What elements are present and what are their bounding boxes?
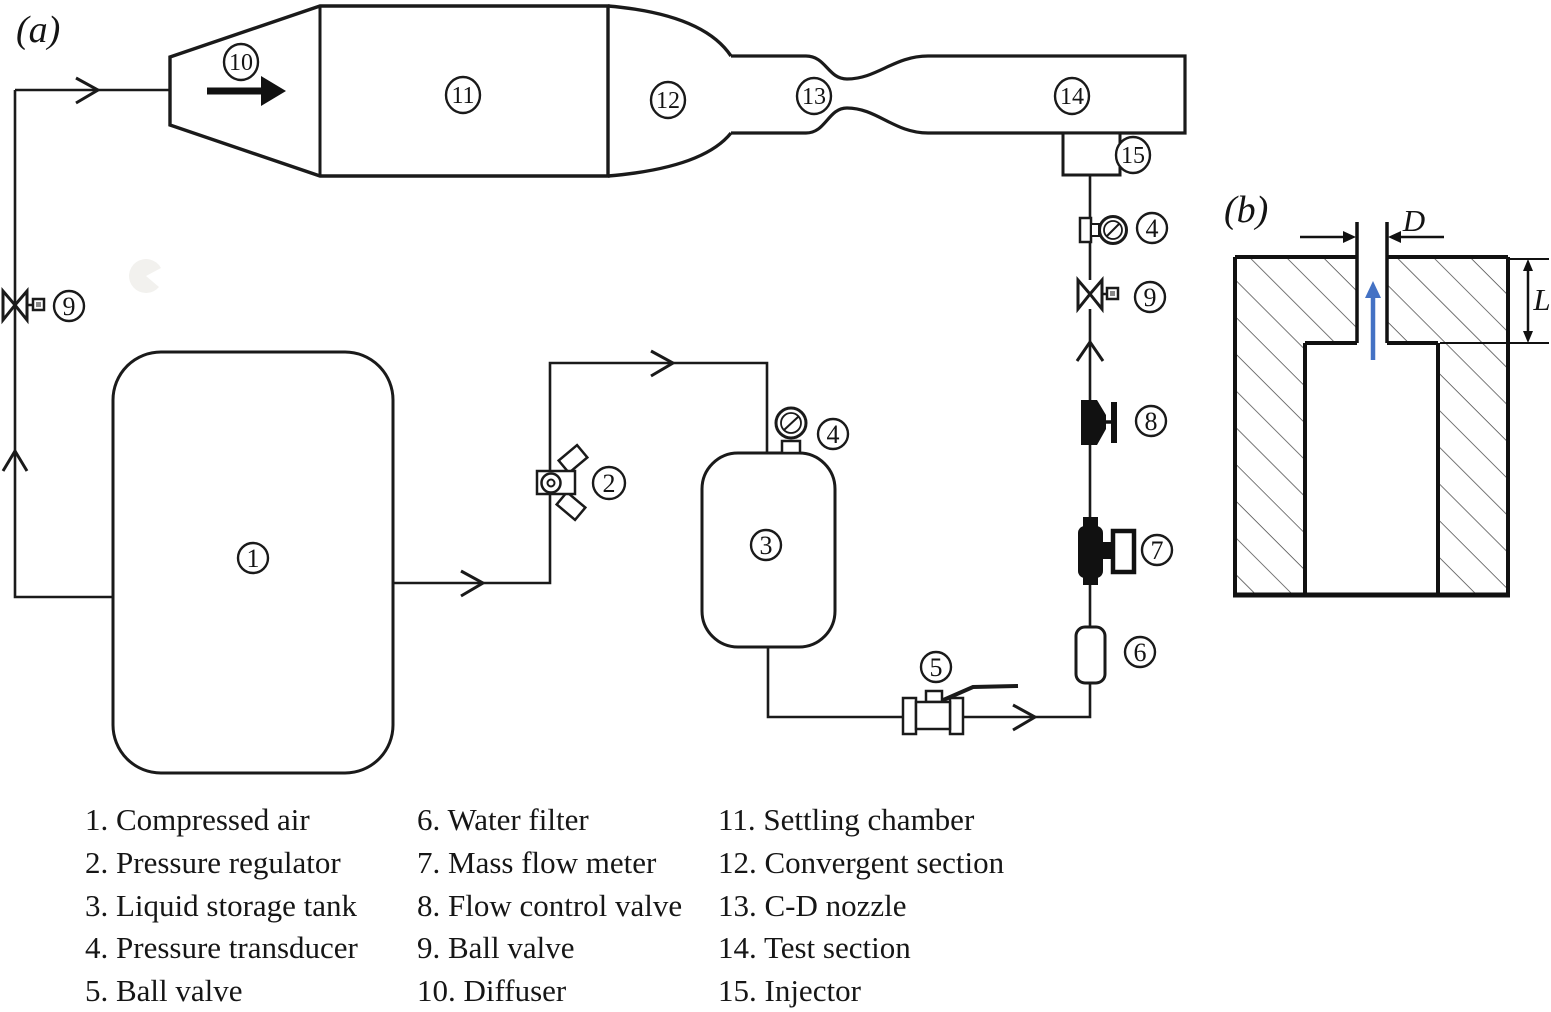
component-label-14: 14 <box>1053 76 1091 116</box>
cd-nozzle-shape <box>731 54 929 135</box>
legend-column-1: 1. Compressed air 2. Pressure regulator … <box>85 799 358 1012</box>
ball-valve-5-symbol <box>901 684 1019 736</box>
legend-item-13: 13. C-D nozzle <box>718 887 907 923</box>
pressure-transducer-pipe-symbol <box>1078 215 1128 245</box>
component-label-13: 13 <box>795 76 833 116</box>
ball-valve-9-left-symbol <box>1 286 46 325</box>
legend-item-8: 8. Flow control valve <box>417 887 683 923</box>
component-label-10: 10 <box>222 42 260 82</box>
mass-flow-meter-symbol <box>1078 517 1137 585</box>
svg-text:4: 4 <box>1146 214 1159 243</box>
legend-item-15: 15. Injector <box>718 973 861 1009</box>
svg-text:9: 9 <box>1144 283 1157 312</box>
svg-text:15: 15 <box>1121 143 1145 169</box>
svg-text:1: 1 <box>247 544 260 573</box>
component-label-3: 3 <box>749 528 783 562</box>
component-label-8: 8 <box>1134 404 1168 438</box>
svg-text:9: 9 <box>63 292 76 321</box>
svg-text:13: 13 <box>802 84 826 110</box>
svg-text:7: 7 <box>1151 536 1164 565</box>
legend-item-11: 11. Settling chamber <box>718 802 975 837</box>
svg-text:5: 5 <box>930 653 943 682</box>
valve5-handle <box>940 684 1019 703</box>
diffuser-flow-arrow-head <box>261 76 286 106</box>
legend-item-1: 1. Compressed air <box>85 802 310 837</box>
svg-text:2: 2 <box>603 469 616 498</box>
legend-item-12: 12. Convergent section <box>718 844 1005 880</box>
legend-item-7: 7. Mass flow meter <box>417 844 657 880</box>
component-label-4-tank: 4 <box>816 417 850 451</box>
watermark <box>129 259 161 294</box>
pressure-transducer-tank-symbol <box>774 406 808 455</box>
gauge-needle <box>783 416 799 431</box>
svg-text:11: 11 <box>451 83 474 109</box>
legend-item-4: 4. Pressure transducer <box>85 930 358 966</box>
flow-meter-display <box>1110 528 1137 575</box>
diameter-label: D <box>1402 203 1425 238</box>
svg-text:12: 12 <box>656 88 680 114</box>
flow-arrow-left-pipe-up <box>1 448 29 472</box>
component-label-6: 6 <box>1123 635 1157 669</box>
water-filter-symbol <box>1074 625 1107 685</box>
component-label-15: 15 <box>1114 135 1152 175</box>
flow-direction-arrows <box>1 76 1105 732</box>
flow-arrow-top-pipe <box>75 76 102 105</box>
svg-text:10: 10 <box>229 50 253 76</box>
panel-b-label: (b) <box>1224 189 1268 231</box>
dimension-l: L <box>1440 258 1551 344</box>
legend-column-3: 11. Settling chamber 12. Convergent sect… <box>718 799 1004 1012</box>
legend-item-2: 2. Pressure regulator <box>85 844 341 880</box>
inner-cavity <box>1305 343 1438 595</box>
svg-text:6: 6 <box>1134 638 1147 667</box>
svg-text:3: 3 <box>760 531 773 560</box>
panel-a-label: (a) <box>16 9 60 51</box>
component-label-2: 2 <box>591 465 627 501</box>
svg-text:14: 14 <box>1060 84 1084 110</box>
legend-item-3: 3. Liquid storage tank <box>85 887 358 923</box>
svg-text:4: 4 <box>827 420 840 449</box>
legend-item-9: 9. Ball valve <box>417 930 575 966</box>
legend-item-5: 5. Ball valve <box>85 973 243 1009</box>
component-label-11: 11 <box>444 75 482 115</box>
injector-shape <box>1061 131 1122 177</box>
flow-control-valve-symbol <box>1081 400 1117 445</box>
legend-item-10: 10. Diffuser <box>417 973 567 1009</box>
pipe-left-vertical <box>13 90 113 599</box>
legend-item-14: 14. Test section <box>718 930 911 966</box>
component-label-12: 12 <box>649 80 687 120</box>
orifice-walls <box>1355 222 1389 343</box>
injector-flow-arrow-blue <box>1365 281 1381 360</box>
flow-arrow-right-pipe-up <box>1075 339 1105 362</box>
pipe-tank1-to-tank3 <box>393 361 769 585</box>
flow-arrow-to-tank3 <box>650 349 677 378</box>
component-label-5: 5 <box>919 650 953 684</box>
ball-valve-9-right-symbol <box>1076 275 1120 314</box>
dimension-d: D <box>1300 203 1444 243</box>
length-label: L <box>1532 282 1550 317</box>
component-label-1: 1 <box>236 541 270 575</box>
diffuser-shape <box>168 4 610 178</box>
component-label-9-right: 9 <box>1133 280 1167 314</box>
component-label-9-left: 9 <box>52 289 86 323</box>
pressure-regulator-symbol <box>535 443 590 522</box>
component-label-7: 7 <box>1140 533 1174 567</box>
flow-arrow-tank1-out <box>460 569 487 598</box>
svg-text:8: 8 <box>1145 407 1158 436</box>
component-label-4-pipe: 4 <box>1135 211 1169 245</box>
legend-column-2: 6. Water filter 7. Mass flow meter 8. Fl… <box>417 799 682 1012</box>
gauge-needle <box>1106 223 1120 237</box>
injector-cross-section: D L <box>1233 203 1551 598</box>
flow-arrow-after-valve5 <box>1012 703 1039 732</box>
convergent-section-shape <box>607 4 733 178</box>
legend-item-6: 6. Water filter <box>417 802 589 837</box>
